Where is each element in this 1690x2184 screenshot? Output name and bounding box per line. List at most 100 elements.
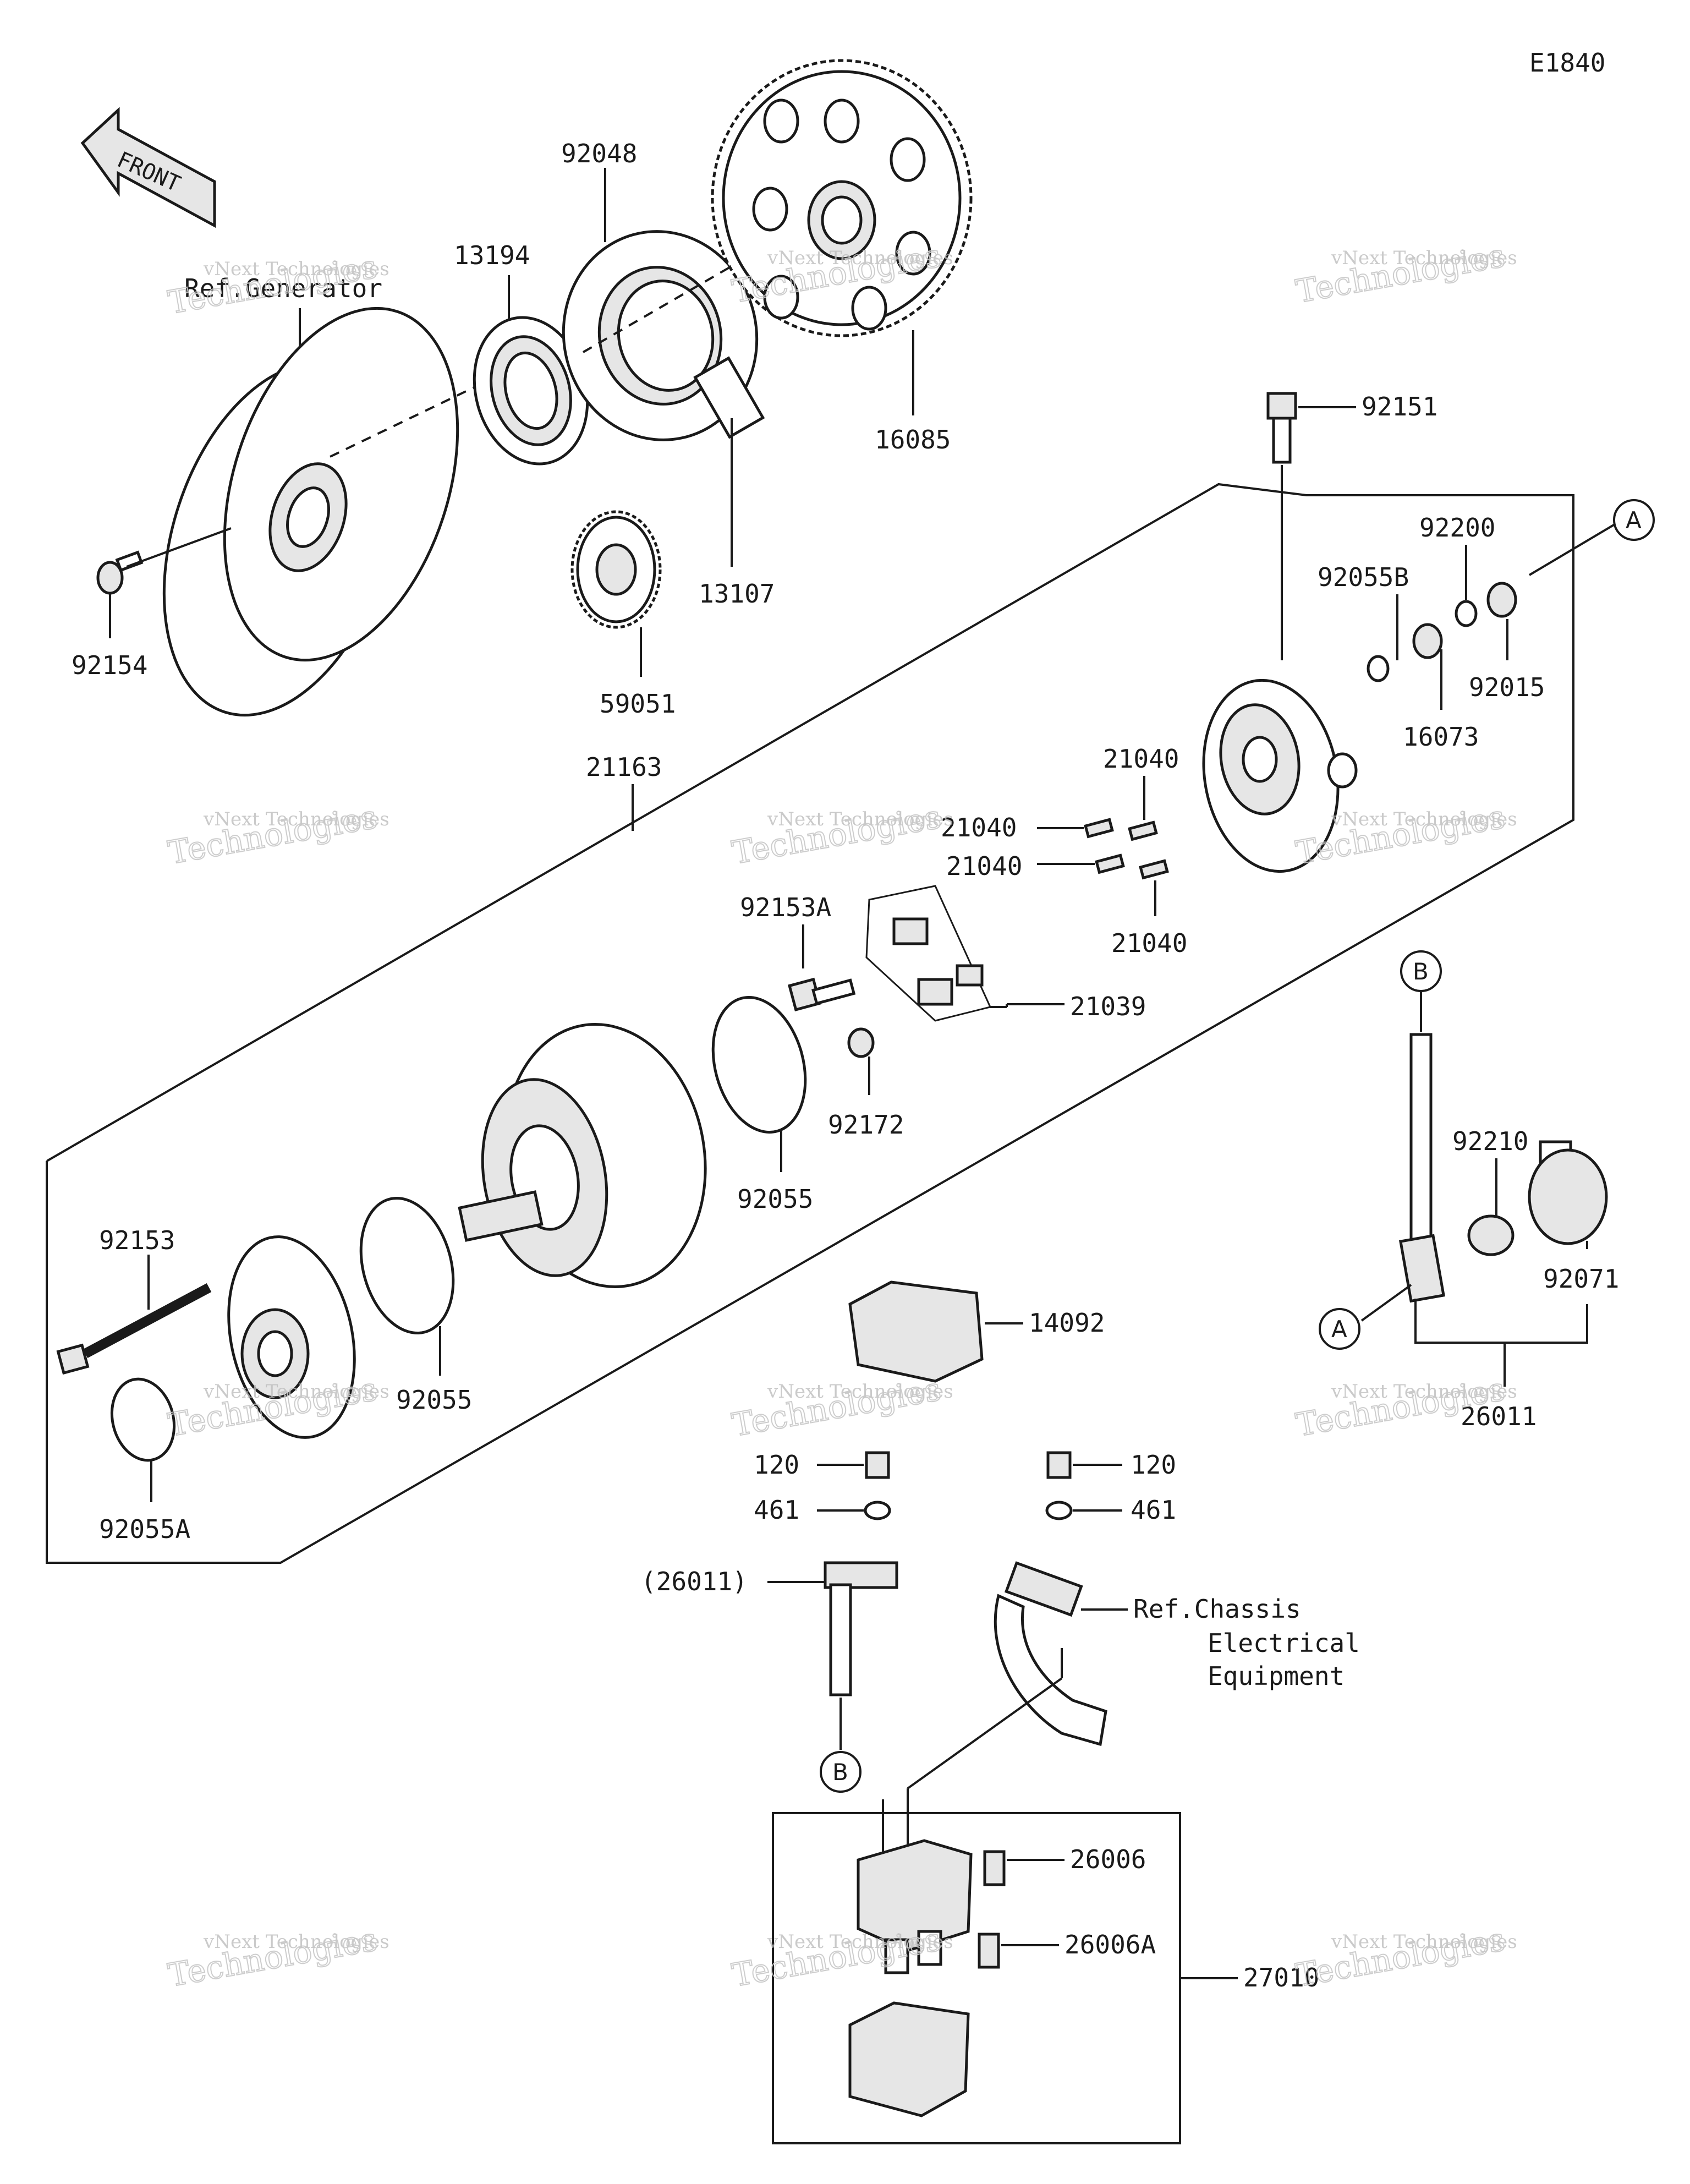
svg-text:vNext Technologies: vNext Technologies xyxy=(203,1381,389,1403)
part-27010: 27010 xyxy=(1243,1963,1319,1993)
oring-92055B xyxy=(1367,655,1390,682)
part-13194: 13194 xyxy=(454,240,530,270)
part-92048: 92048 xyxy=(561,139,637,168)
cover-14092 xyxy=(848,1280,984,1383)
clip-461-left xyxy=(864,1501,891,1520)
svg-text:vNext Technologies: vNext Technologies xyxy=(767,1381,953,1403)
bushing-16073 xyxy=(1412,623,1443,659)
part-16085: 16085 xyxy=(875,425,951,455)
starter-assembly-outline xyxy=(46,483,1574,1564)
part-92055-lower: 92055 xyxy=(396,1385,472,1415)
bolt-92154 xyxy=(96,550,144,595)
svg-text:vNext Technologies: vNext Technologies xyxy=(1331,1381,1517,1403)
part-21040-left-lower: 21040 xyxy=(946,851,1022,881)
part-92154: 92154 xyxy=(72,650,147,680)
rear-cover xyxy=(1202,678,1358,873)
svg-text:A: A xyxy=(1626,507,1642,534)
oring-92055A xyxy=(110,1377,176,1462)
oring-92055-lower xyxy=(359,1196,455,1335)
part-92210: 92210 xyxy=(1452,1126,1528,1156)
ref-chassis-line2: Electrical xyxy=(1208,1628,1360,1658)
part-461-left: 461 xyxy=(754,1495,799,1525)
svg-text:vNext Technologies: vNext Technologies xyxy=(1331,1931,1517,1953)
cable-26011-ref xyxy=(824,1561,898,1696)
bolt-92153 xyxy=(56,1283,212,1375)
part-92153: 92153 xyxy=(99,1225,175,1255)
nut-92015 xyxy=(1486,582,1517,618)
svg-text:vNext Technologies: vNext Technologies xyxy=(767,808,953,830)
part-26006A: 26006A xyxy=(1065,1930,1156,1959)
starter-gear-16085 xyxy=(711,59,973,337)
nut-92210 xyxy=(1467,1214,1515,1256)
svg-text:vNext Technologies: vNext Technologies xyxy=(1331,808,1517,830)
part-16073: 16073 xyxy=(1403,722,1479,752)
part-92055-upper: 92055 xyxy=(737,1184,813,1214)
svg-text:A: A xyxy=(1331,1316,1347,1343)
part-59051: 59051 xyxy=(600,689,676,719)
starter-relay xyxy=(857,1839,973,1974)
bolt-120-right xyxy=(1046,1451,1072,1479)
cable-26011 xyxy=(1399,1033,1445,1303)
part-14092: 14092 xyxy=(1029,1308,1105,1338)
ref-generator-label: Ref.Generator xyxy=(184,273,382,303)
part-461-right: 461 xyxy=(1131,1495,1176,1525)
callout-b-bottom: B xyxy=(820,1751,862,1793)
part-92071: 92071 xyxy=(1543,1264,1619,1294)
svg-text:vNext Technologies: vNext Technologies xyxy=(203,808,389,830)
brush-holder-outline xyxy=(865,885,992,1022)
callout-a-bottom: A xyxy=(1319,1308,1360,1350)
part-21163: 21163 xyxy=(586,752,662,782)
ref-chassis-line3: Equipment xyxy=(1208,1661,1345,1691)
clip-461-right xyxy=(1045,1501,1073,1520)
washer-92200 xyxy=(1455,600,1478,627)
one-way-clutch-13194 xyxy=(473,316,589,466)
brush-springs-21040 xyxy=(1084,818,1169,880)
svg-text:B: B xyxy=(1413,958,1429,985)
callout-a-top: A xyxy=(1613,499,1655,541)
part-26006: 26006 xyxy=(1070,1844,1146,1874)
generator-rotor xyxy=(162,306,459,717)
part-92172: 92172 xyxy=(828,1110,904,1140)
idle-gear-59051 xyxy=(570,510,662,629)
front-cover xyxy=(227,1235,356,1439)
svg-text:B: B xyxy=(832,1759,848,1786)
part-92015: 92015 xyxy=(1469,672,1545,702)
part-92055A: 92055A xyxy=(99,1514,190,1544)
part-21040-top: 21040 xyxy=(1103,744,1179,774)
part-21040-bottom: 21040 xyxy=(1111,928,1187,958)
brush-holder-21039 xyxy=(892,917,984,1006)
part-120-right: 120 xyxy=(1131,1450,1176,1480)
diagram-code: E1840 xyxy=(1529,48,1605,78)
svg-text:vNext Technologies: vNext Technologies xyxy=(203,258,389,280)
part-21039: 21039 xyxy=(1070,992,1146,1021)
ref-chassis-line1: Ref.Chassis xyxy=(1133,1594,1301,1624)
shaft-13107 xyxy=(693,356,765,439)
oring-92055-upper xyxy=(711,995,807,1134)
part-92200: 92200 xyxy=(1419,513,1495,543)
screw-92172 xyxy=(847,1027,875,1058)
part-92055B: 92055B xyxy=(1318,562,1409,592)
bolt-120-left xyxy=(865,1451,890,1479)
part-26011-ref: (26011) xyxy=(641,1567,748,1596)
svg-text:vNext Technologies: vNext Technologies xyxy=(203,1931,389,1953)
part-120-left: 120 xyxy=(754,1450,799,1480)
part-13107: 13107 xyxy=(699,579,775,609)
fuse-26006A xyxy=(978,1933,1000,1969)
front-arrow-icon: FRONT xyxy=(80,107,216,228)
svg-text:vNext Technologies: vNext Technologies xyxy=(1331,247,1517,269)
chassis-harness xyxy=(994,1561,1107,1747)
svg-text:vNext Technologies: vNext Technologies xyxy=(767,1931,953,1953)
bolt-92151 xyxy=(1266,392,1297,464)
boot-92071 xyxy=(1528,1140,1608,1245)
starter-yoke-armature xyxy=(458,1023,707,1288)
part-26011: 26011 xyxy=(1461,1402,1537,1431)
part-21040-left-upper: 21040 xyxy=(941,813,1017,842)
part-92153A: 92153A xyxy=(740,893,831,922)
callout-b-right: B xyxy=(1400,950,1442,992)
svg-text:vNext Technologies: vNext Technologies xyxy=(767,247,953,269)
relay-case xyxy=(848,2001,970,2117)
screw-92153A xyxy=(787,977,856,1011)
part-92151: 92151 xyxy=(1362,392,1437,422)
fuse-26006 xyxy=(983,1850,1006,1886)
